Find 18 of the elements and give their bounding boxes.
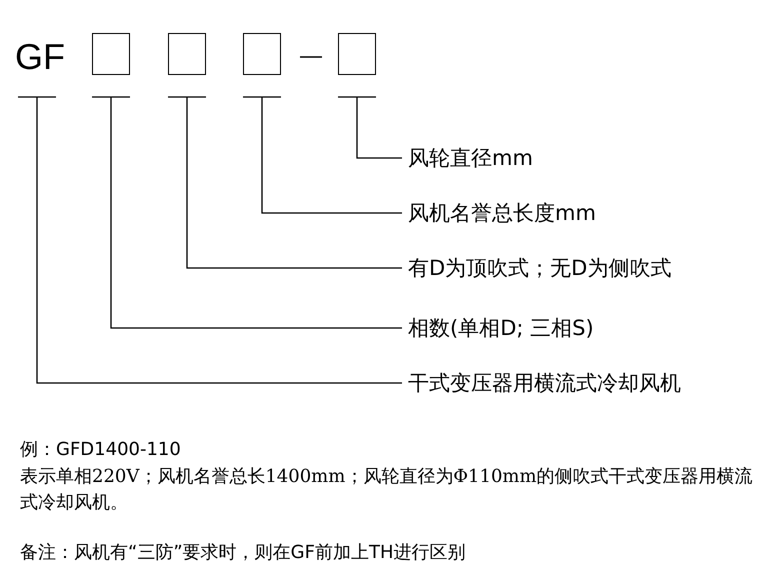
description-text: 干式变压器用横流式冷却风机 [408, 369, 681, 397]
empty-code-box [168, 33, 206, 75]
description-text: 相数(单相D; 三相S) [408, 314, 594, 342]
leader-line [91, 96, 403, 329]
example-code: 例：GFD1400-110 [20, 438, 182, 462]
description-text: 风轮直径mm [408, 144, 533, 172]
leader-line [242, 96, 403, 214]
empty-code-box [338, 33, 376, 75]
description-text: 有D为顶吹式；无D为侧吹式 [408, 254, 672, 282]
code-prefix: GF [15, 36, 67, 80]
leader-line [17, 96, 403, 384]
remark-note: 备注：风机有“三防”要求时，则在GF前加上TH进行区别 [20, 541, 466, 565]
leader-line [167, 96, 403, 269]
empty-code-box [243, 33, 281, 75]
leader-line [337, 96, 403, 159]
empty-code-box [92, 33, 130, 75]
description-text: 风机名誉总长度mm [408, 199, 596, 227]
explanation-paragraph: 表示单相220V；风机名誉总长1400mm；风轮直径为Φ110mm的侧吹式干式变压器用横流式冷却风机。 [20, 465, 754, 515]
